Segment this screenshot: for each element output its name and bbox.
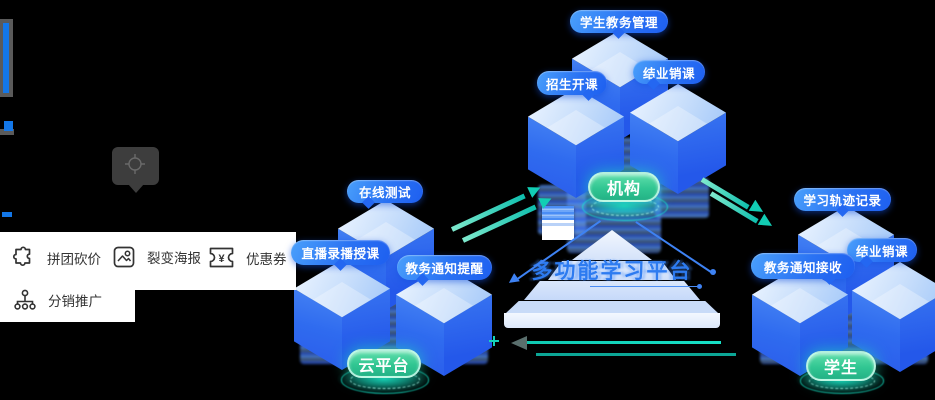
- line-endpoint-dot: [710, 269, 716, 275]
- coupon-icon: ¥: [209, 247, 234, 268]
- menu-panel: [0, 232, 296, 290]
- teal-arrowhead: [758, 214, 776, 232]
- pill-cloud-platform: 云平台: [347, 349, 421, 378]
- dark-tooltip: [112, 147, 159, 185]
- teal-plus-mark: [489, 336, 499, 346]
- pyramid-title: 多功能学习平台: [531, 260, 693, 283]
- connector-line-horizontal: [590, 286, 700, 288]
- menu-item-label: 优惠券: [246, 251, 287, 267]
- badge-finish-course: 结业销课: [633, 60, 705, 84]
- menu-item-coupon[interactable]: ¥ 优惠券: [208, 246, 287, 269]
- badge-online-test: 在线测试: [347, 180, 423, 203]
- pill-student: 学生: [806, 351, 876, 381]
- badge-notify-receive: 教务通知接收: [751, 253, 855, 279]
- sidebar-fragment-gray: [0, 129, 14, 135]
- sparkle-icon: [125, 154, 145, 174]
- share-network-icon: [14, 289, 36, 310]
- line-endpoint-dot: [697, 284, 702, 289]
- pyramid-step-3: [524, 281, 700, 300]
- teal-line-1: [527, 341, 721, 344]
- left-arrowhead: [511, 336, 527, 350]
- glass-cube: [528, 88, 624, 198]
- sidebar-fragment-blue: [4, 121, 13, 131]
- puzzle-icon: [12, 246, 31, 267]
- menu-item-label: 裂变海报: [147, 251, 201, 266]
- sidebar-fragment-blue2: [2, 212, 12, 217]
- teal-line-2: [536, 353, 736, 356]
- pyramid-base-top: [506, 301, 718, 313]
- mini-window-card: [542, 206, 574, 240]
- badge-live-teaching: 直播录播授课: [291, 240, 390, 265]
- menu-item-distribution[interactable]: 分销推广: [13, 288, 102, 312]
- badge-learning-track: 学习轨迹记录: [794, 188, 891, 211]
- pyramid-base-front: [504, 313, 720, 328]
- poster-image-icon: [113, 246, 135, 268]
- glass-cube: [630, 84, 726, 194]
- badge-student-admin: 学生教务管理: [570, 10, 668, 33]
- badge-enroll: 招生开课: [537, 71, 607, 95]
- menu-item-groupbuy[interactable]: 拼团砍价: [12, 246, 101, 270]
- menu-item-poster[interactable]: 裂变海报: [112, 245, 201, 269]
- badge-notify-remind: 教务通知提醒: [397, 255, 492, 280]
- badge-finish-course-right: 结业销课: [847, 238, 917, 262]
- glass-cube: [294, 260, 390, 370]
- menu-item-label: 拼团砍价: [47, 252, 101, 267]
- tooltip-tail: [128, 184, 144, 193]
- scrollbar-thumb[interactable]: [3, 23, 9, 93]
- pyramid-step-2: [548, 261, 676, 280]
- menu-item-label: 分销推广: [48, 294, 102, 309]
- svg-text:¥: ¥: [218, 253, 225, 265]
- pill-organization: 机构: [588, 172, 660, 202]
